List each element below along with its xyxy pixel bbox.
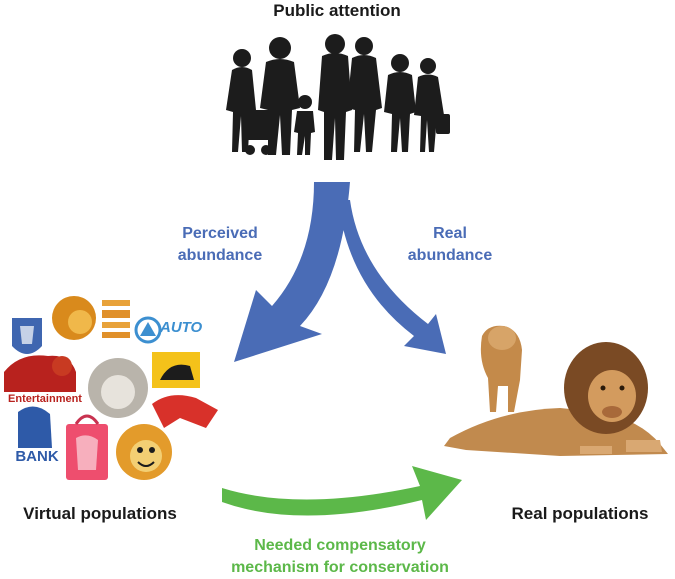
virtual-populations-logos	[4, 296, 218, 480]
real-populations-caption: Real populations	[511, 504, 649, 523]
male-lion	[444, 342, 668, 456]
crowd-silhouette	[226, 34, 450, 160]
diagram-title: Public attention	[273, 1, 401, 20]
compensatory-mechanism-label: Needed compensatory mechanism for conser…	[190, 535, 490, 579]
auto-logo-text: AUTO	[160, 319, 202, 336]
auto-logo-icon	[134, 316, 162, 344]
needed-label-line1: Needed compensatory	[254, 537, 426, 554]
perceived-label-line1: Perceived	[182, 225, 258, 242]
compensatory-mechanism-arrow	[222, 466, 462, 520]
needed-label-line2: mechanism for conservation	[231, 559, 449, 576]
real-label-line1: Real	[433, 225, 467, 242]
real-abundance-label: Real abundance	[390, 223, 510, 267]
bank-lion-logo	[18, 406, 52, 448]
real-abundance-arrow	[338, 200, 446, 354]
virtual-populations-caption: Virtual populations	[23, 504, 177, 523]
lioness	[480, 325, 522, 412]
bank-logo-text: BANK	[15, 448, 59, 465]
perceived-label-line2: abundance	[177, 247, 263, 264]
red-running-lion-logo	[152, 395, 218, 428]
bars-logo	[102, 300, 130, 306]
perceived-abundance-label: Perceived abundance	[160, 223, 280, 267]
real-lions-photo	[444, 325, 668, 456]
entertainment-logo-text: Entertainment	[8, 393, 82, 405]
real-label-line2: abundance	[407, 247, 493, 264]
perceived-abundance-arrow	[234, 182, 350, 362]
